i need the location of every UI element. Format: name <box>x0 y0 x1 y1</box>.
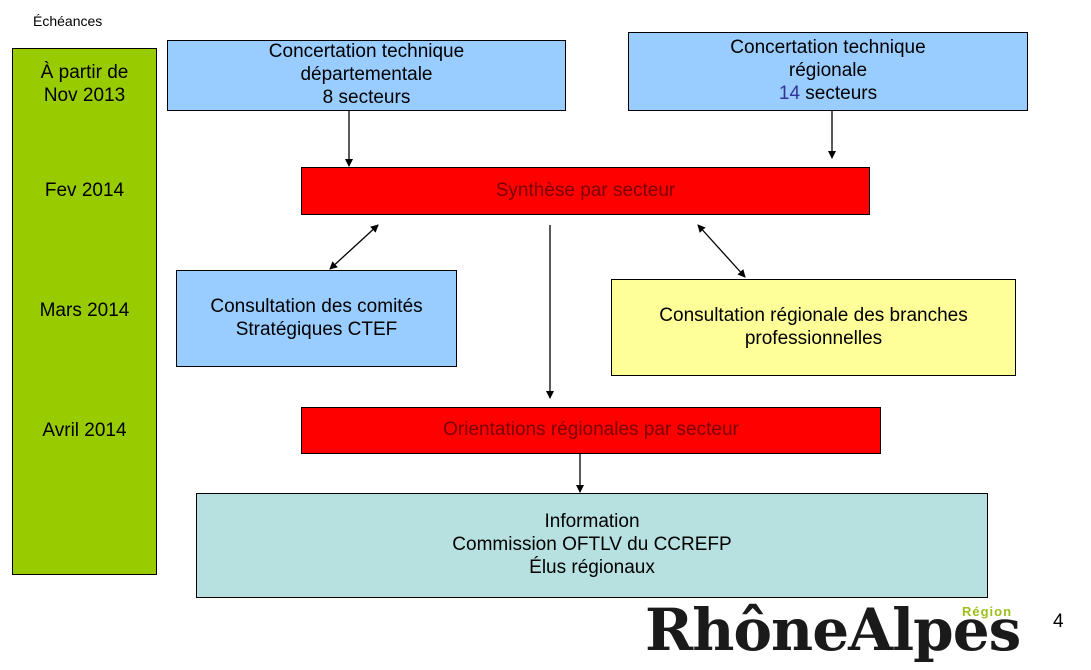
logo-region-text: Région <box>962 604 1013 619</box>
timeline-item-line1: À partir de <box>40 62 129 83</box>
box-line: Concertation technique <box>730 37 926 59</box>
arrow-synthese-branches <box>697 224 746 278</box>
box-line: Information <box>544 511 640 533</box>
box-line: Consultation des comités <box>210 295 423 317</box>
timeline-item-fev-2014: Fev 2014 <box>44 180 125 201</box>
timeline-item-line2: Nov 2013 <box>43 84 126 106</box>
timeline-bar <box>12 48 157 575</box>
echeances-label: Échéances <box>33 13 103 29</box>
box-line: Consultation régionale des branches <box>659 304 968 326</box>
sector-label: secteurs <box>800 82 878 104</box>
concertation-regionale-box: Concertation technique régionale 14 sect… <box>628 32 1028 111</box>
box-line: Stratégiques CTEF <box>235 318 398 340</box>
box-line: 14 secteurs <box>779 83 877 106</box>
logo-main-text: RhôneAlpes <box>645 596 1021 664</box>
timeline-item-mars-2014: Mars 2014 <box>39 300 130 321</box>
box-line: Commission OFTLV du CCREFP <box>452 534 732 556</box>
box-line: régionale <box>788 60 868 82</box>
timeline-item-avril-2014: Avril 2014 <box>42 420 127 441</box>
consultation-branches-box: Consultation régionale des branches prof… <box>611 279 1016 376</box>
box-line: 8 secteurs <box>322 86 411 108</box>
box-line: Concertation technique <box>268 41 465 63</box>
box-line: départementale <box>300 64 433 86</box>
information-box: Information Commission OFTLV du CCREFP É… <box>196 493 988 598</box>
box-line: Élus régionaux <box>529 556 655 578</box>
box-line: professionnelles <box>744 327 883 349</box>
timeline-item-nov-2013: À partir de Nov 2013 <box>12 62 157 108</box>
concertation-departementale-box: Concertation technique départementale 8 … <box>167 40 566 111</box>
orientations-box: Orientations régionales par secteur <box>301 407 881 454</box>
synthese-box: Synthèse par secteur <box>301 167 870 215</box>
page-number: 4 <box>1053 611 1064 632</box>
arrow-synthese-ctef <box>329 224 379 270</box>
sector-count: 14 <box>778 82 801 104</box>
consultation-ctef-box: Consultation des comités Stratégiques CT… <box>176 270 457 367</box>
rhone-alpes-logo: RhôneAlpes Région <box>645 596 1085 670</box>
